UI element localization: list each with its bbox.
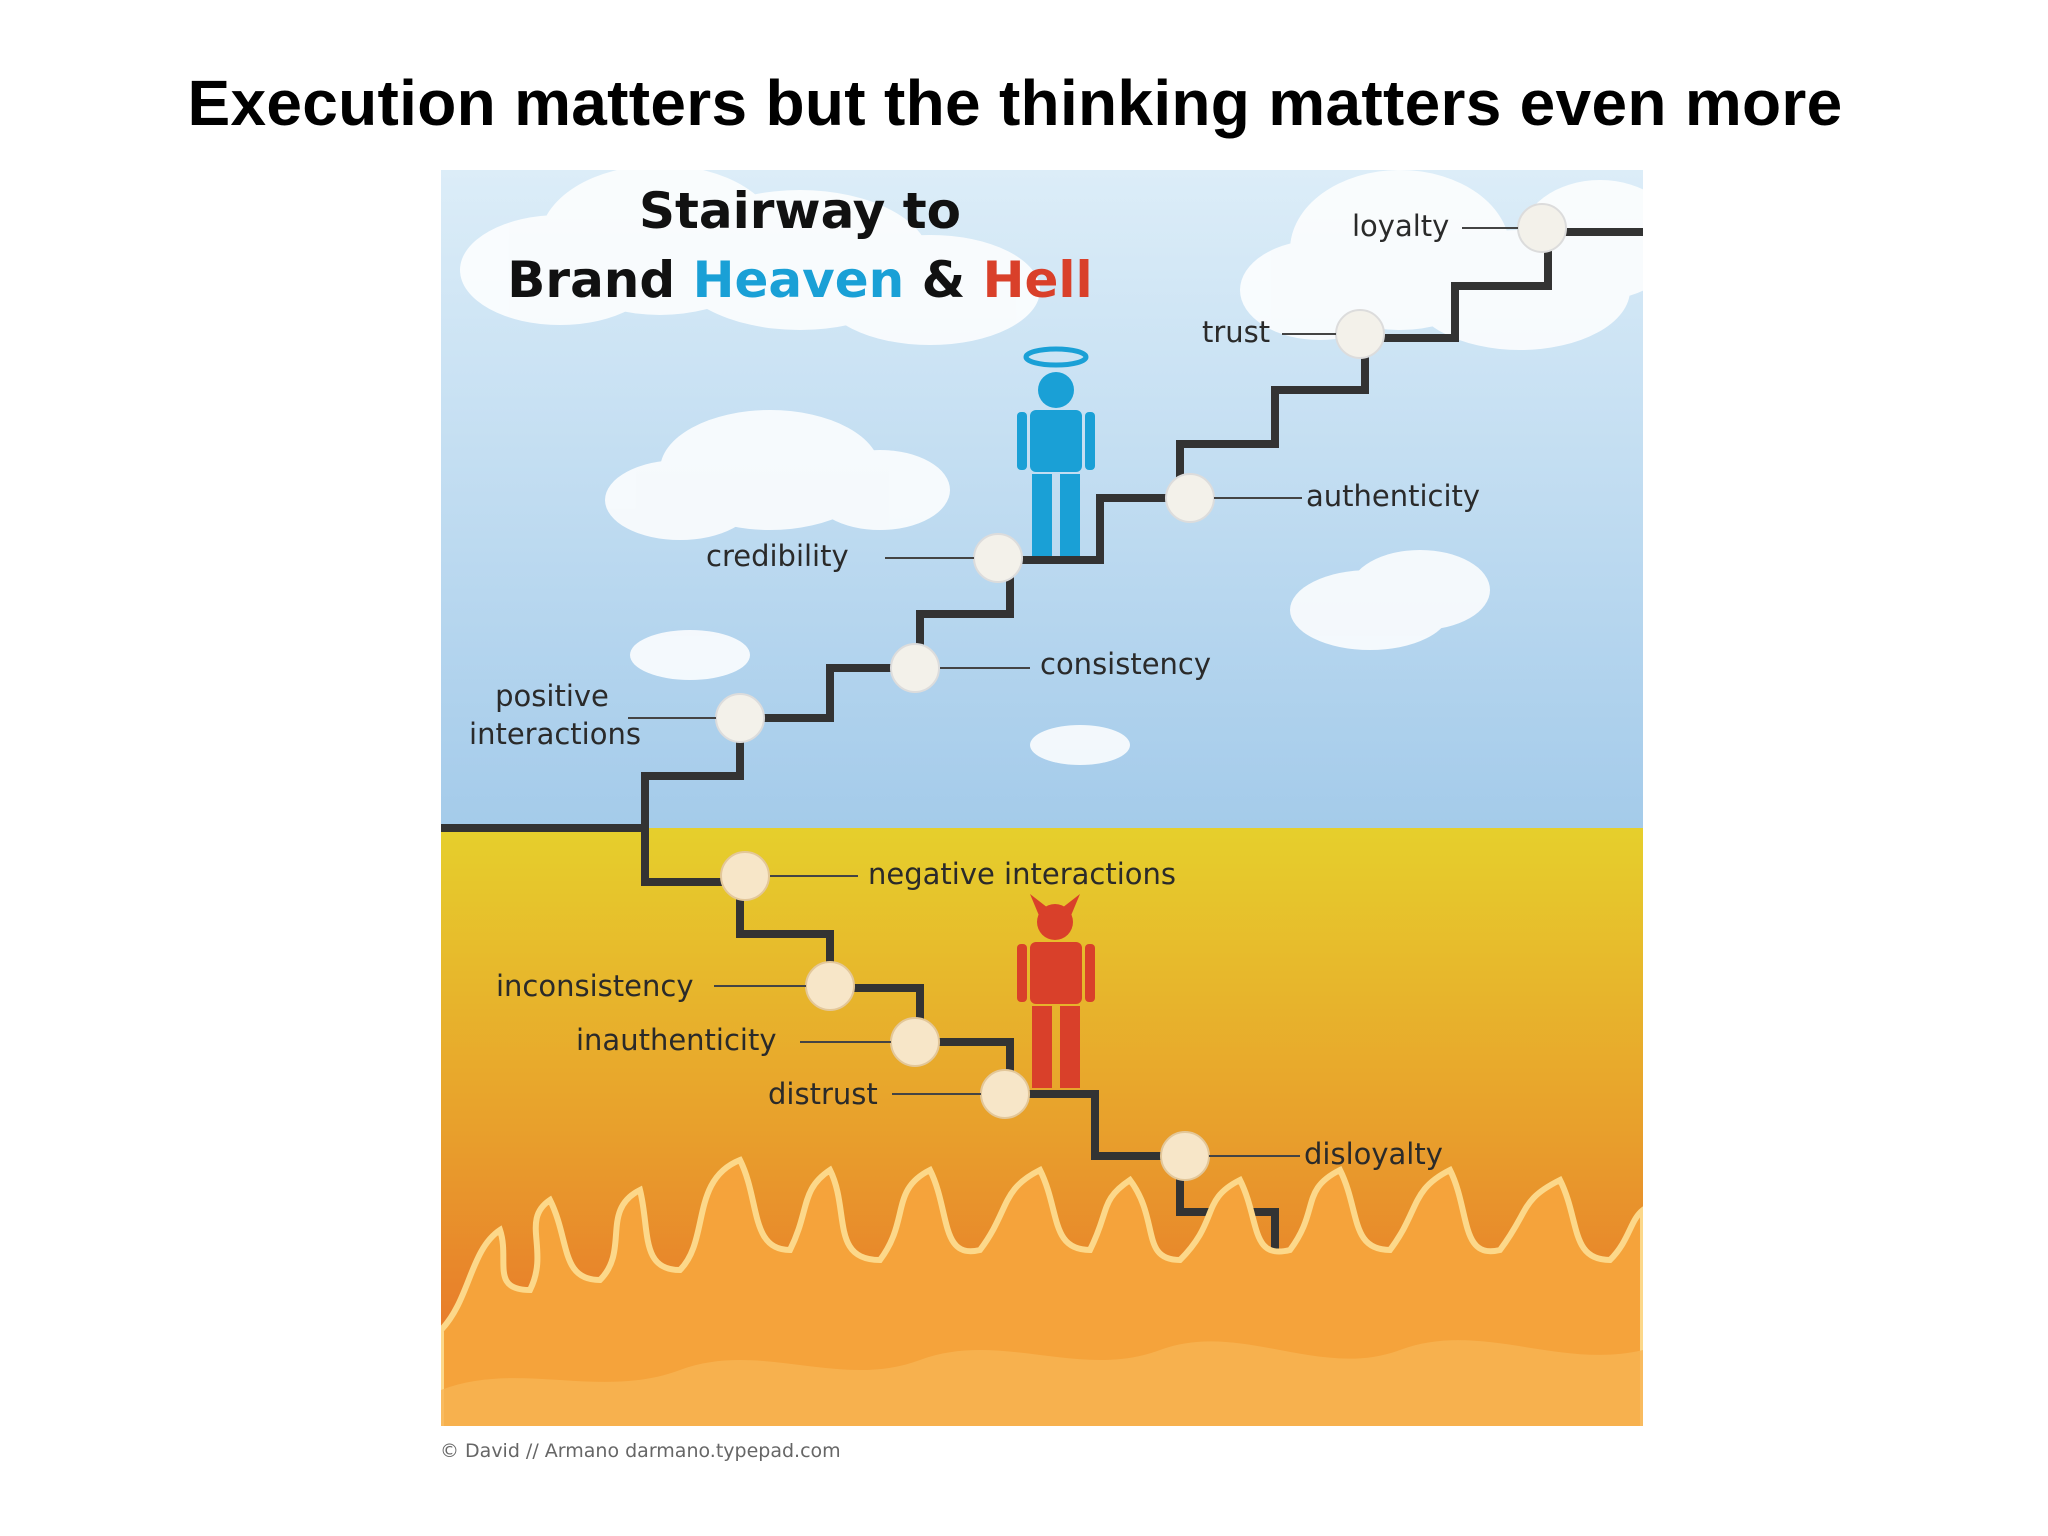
image-credit: © David // Armano darmano.typepad.com bbox=[440, 1440, 841, 1462]
clouds bbox=[460, 170, 1643, 765]
title-heaven: Heaven bbox=[693, 251, 905, 309]
step-label-disloyalty: disloyalty bbox=[1304, 1137, 1443, 1171]
leader-lines bbox=[628, 227, 1518, 1157]
angel-figure bbox=[1017, 346, 1095, 556]
step-label-interactions: interactions bbox=[469, 717, 641, 751]
title-hell: Hell bbox=[983, 251, 1093, 309]
step-label-loyalty: loyalty bbox=[1352, 209, 1449, 243]
step-label-distrust: distrust bbox=[768, 1077, 878, 1111]
slide-title: Execution matters but the thinking matte… bbox=[187, 67, 1843, 139]
step-label-authenticity: authenticity bbox=[1306, 479, 1480, 513]
title-brand: Brand bbox=[507, 251, 692, 309]
devil-figure bbox=[1017, 894, 1095, 1088]
diagram-title-line1: Stairway to bbox=[639, 182, 961, 240]
flames bbox=[441, 1156, 1643, 1426]
step-label-consistency: consistency bbox=[1040, 647, 1211, 681]
step-label-inconsistency: inconsistency bbox=[496, 969, 693, 1003]
step-label-credibility: credibility bbox=[706, 539, 849, 573]
step-label-negative-interactions: negative interactions bbox=[868, 857, 1176, 891]
step-label-inauthenticity: inauthenticity bbox=[576, 1023, 777, 1057]
step-label-trust: trust bbox=[1202, 315, 1270, 349]
step-label-positive: positive bbox=[495, 679, 609, 713]
step-markers-hell bbox=[720, 851, 1210, 1181]
diagram-title-line2: Brand Heaven & Hell bbox=[507, 251, 1092, 309]
title-amp: & bbox=[904, 251, 982, 309]
